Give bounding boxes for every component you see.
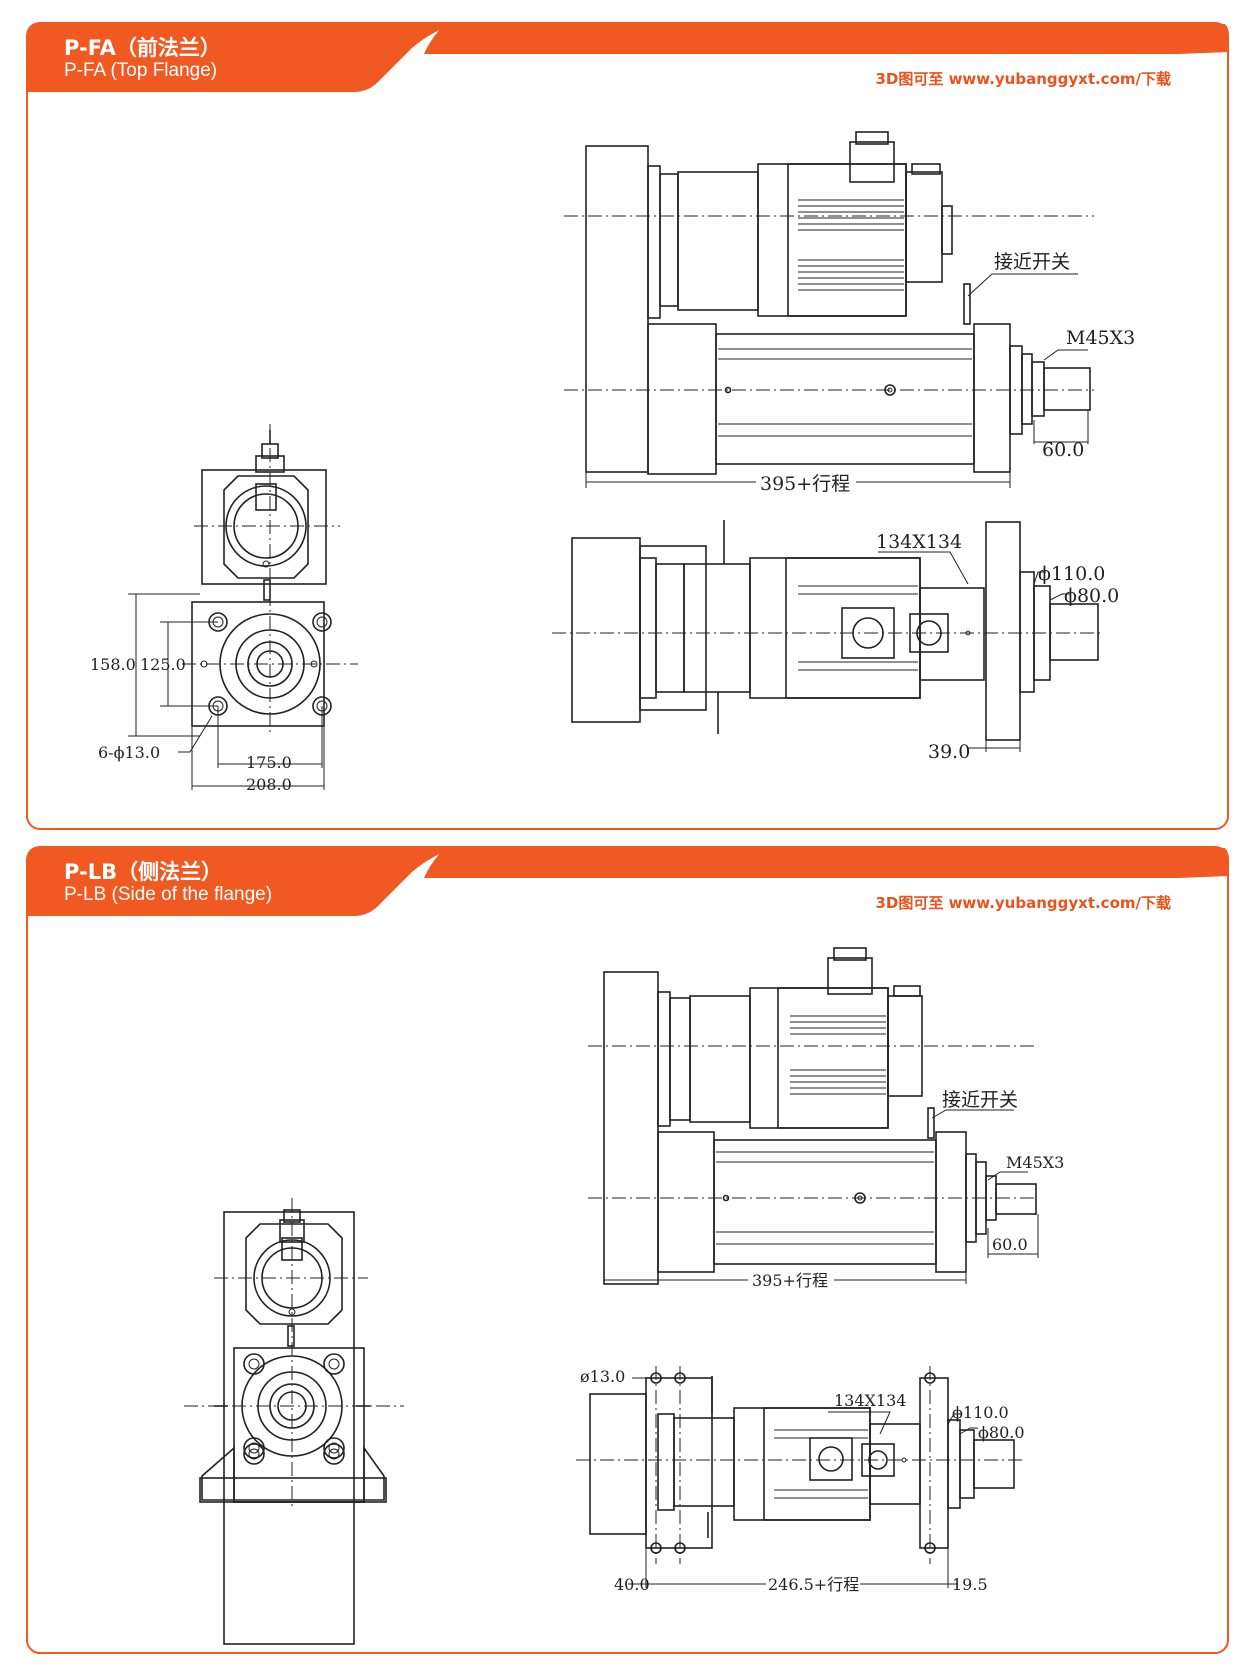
label-dia-80: ϕ80.0 [978,1423,1025,1442]
label-width-208: 208.0 [246,775,292,794]
section-subtitle: P-LB (Side of the flange) [64,884,273,905]
header-band [424,24,1229,54]
label-thread: M45X3 [1066,327,1135,349]
section-subtitle: P-FA (Top Flange) [64,60,218,81]
section-p-lb: P-LB（侧法兰） P-LB (Side of the flange) 3D图可… [26,846,1229,1654]
section-title: P-LB（侧法兰） [64,860,223,884]
label-extension: 60.0 [1042,439,1084,461]
drawing-p-lb: 接近开关 M45X3 60.0 395+行程 [184,947,1064,1645]
label-overall-length: 395+行程 [760,473,850,495]
section-title: P-FA（前法兰） [64,36,221,60]
section-header-tab [28,848,457,916]
label-height-125: 125.0 [140,655,186,674]
label-proximity-switch: 接近开关 [994,251,1070,273]
label-dia-110: ϕ110.0 [952,1403,1009,1422]
label-dia-110: ϕ110.0 [1038,563,1105,585]
section-p-fa: P-FA（前法兰） P-FA (Top Flange) 3D图可至 www.yu… [26,22,1229,830]
label-extension: 60.0 [992,1235,1028,1254]
label-width-175: 175.0 [246,753,292,772]
label-height-158: 158.0 [90,655,136,674]
download-link[interactable]: 3D图可至 www.yubanggyxt.com/下载 [875,70,1171,88]
label-overall-length: 395+行程 [752,1271,828,1290]
top-view-bottom: 134X134 ϕ110.0 ϕ80.0 39.0 [552,520,1119,763]
label-thread: M45X3 [1006,1153,1064,1172]
label-proximity-switch: 接近开关 [942,1089,1018,1111]
label-square: 134X134 [834,1391,906,1410]
label-dim-40: 40.0 [614,1575,650,1594]
label-stroke: 246.5+行程 [768,1575,859,1594]
label-hole-dia: ø13.0 [580,1367,625,1386]
front-view [184,1198,404,1645]
section-header-tab [28,24,457,92]
front-view: 158.0 125.0 6-ϕ13.0 175.0 208.0 [90,424,358,794]
header-band [424,848,1229,878]
download-link[interactable]: 3D图可至 www.yubanggyxt.com/下载 [875,894,1171,912]
label-dia-80: ϕ80.0 [1064,585,1119,607]
top-view-bottom: ø13.0 134X134 ϕ110.0 ϕ80.0 40.0 246.5+行程… [576,1366,1025,1594]
side-view-top: 接近开关 M45X3 60.0 395+行程 [588,947,1064,1290]
label-square: 134X134 [876,531,962,553]
label-holes: 6-ϕ13.0 [98,743,160,762]
drawing-p-fa: 接近开关 M45X3 60.0 395+行程 [90,131,1135,794]
side-view-top: 接近开关 M45X3 60.0 395+行程 [564,131,1135,495]
label-dim-19-5: 19.5 [952,1575,988,1594]
label-dim-39: 39.0 [928,741,970,763]
